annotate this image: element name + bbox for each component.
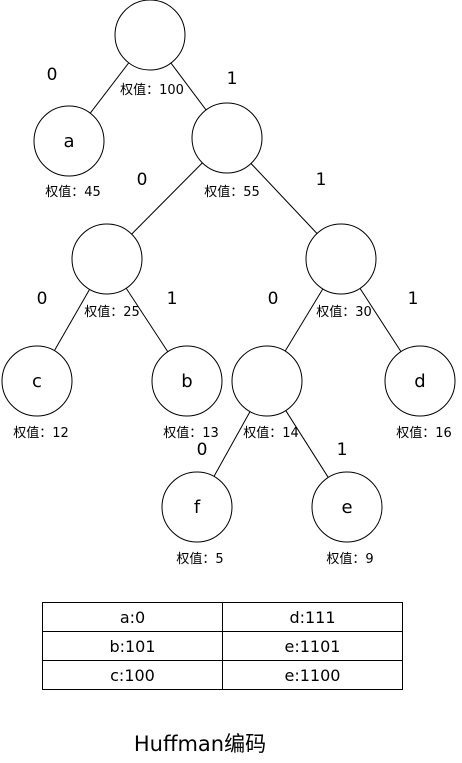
- table-cell: e:1101: [222, 631, 403, 661]
- tree-node: [71, 223, 143, 295]
- tree-node: [191, 102, 263, 174]
- tree-edge: [53, 289, 91, 351]
- tree-edge: [131, 162, 203, 235]
- tree-node: [305, 223, 377, 295]
- edge-bit-label: 0: [37, 289, 48, 309]
- huffman-tree: 0 1 0 1 0 1 0 1 0 1 权值：100 a 权值：45 权值：55 权值：25 权值：30 c 权值…: [1, 0, 456, 567]
- edge-bit-label: 0: [47, 65, 58, 85]
- table-cell: c:100: [42, 660, 223, 690]
- node-weight-label: 权值：55: [204, 184, 260, 200]
- node-weight-label: 权值：25: [84, 304, 140, 320]
- tree-edge: [285, 410, 329, 478]
- node-weight-label: 权值：9: [326, 551, 373, 567]
- table-cell: d:111: [222, 602, 403, 632]
- node-weight-label: 权值：100: [120, 82, 184, 98]
- tree-edge: [213, 411, 251, 477]
- node-label: d: [414, 371, 425, 392]
- edge-bit-label: 0: [197, 440, 208, 460]
- tree-edge: [250, 163, 318, 234]
- node-weight-label: 权值：14: [243, 425, 299, 441]
- edge-bit-label: 1: [316, 170, 327, 190]
- node-weight-label: 权值：12: [13, 425, 69, 441]
- table-row: c:100 e:1100: [42, 660, 403, 690]
- tree-node: [384, 345, 456, 417]
- table-cell: b:101: [42, 631, 223, 661]
- tree-node: [161, 471, 233, 543]
- edge-bit-label: 1: [408, 289, 419, 309]
- node-label: c: [32, 371, 42, 392]
- edge-bit-label: 0: [268, 289, 279, 309]
- node-weight-label: 权值：45: [45, 184, 101, 200]
- node-weight-label: 权值：13: [163, 425, 219, 441]
- node-weight-label: 权值：5: [176, 551, 223, 567]
- table-row: a:0 d:111: [42, 602, 403, 632]
- tree-edge: [89, 62, 130, 114]
- node-label: f: [194, 497, 201, 518]
- tree-edge: [125, 287, 169, 353]
- edge-bit-label: 1: [337, 440, 348, 460]
- tree-node: [151, 345, 223, 417]
- table-row: b:101 e:1101: [42, 631, 403, 661]
- tree-edge: [284, 288, 324, 352]
- code-table: a:0 d:111 b:101 e:1101 c:100 e:1100: [42, 602, 403, 690]
- tree-node: [33, 105, 105, 177]
- node-label: b: [181, 371, 192, 392]
- diagram-caption: Huffman编码: [133, 732, 267, 756]
- node-label: e: [341, 497, 352, 518]
- node-weight-label: 权值：16: [396, 425, 452, 441]
- tree-node: [311, 471, 383, 543]
- table-cell: e:1100: [222, 660, 403, 690]
- edge-bit-label: 0: [137, 170, 148, 190]
- tree-node: [114, 0, 186, 71]
- tree-node: [1, 345, 73, 417]
- table-cell: a:0: [42, 602, 223, 632]
- tree-edge: [359, 288, 402, 352]
- tree-edge: [170, 62, 207, 111]
- edge-bit-label: 1: [167, 289, 178, 309]
- tree-node: [231, 345, 303, 417]
- edge-bit-label: 1: [227, 69, 238, 89]
- node-label: a: [63, 131, 74, 152]
- node-weight-label: 权值：30: [316, 304, 372, 320]
